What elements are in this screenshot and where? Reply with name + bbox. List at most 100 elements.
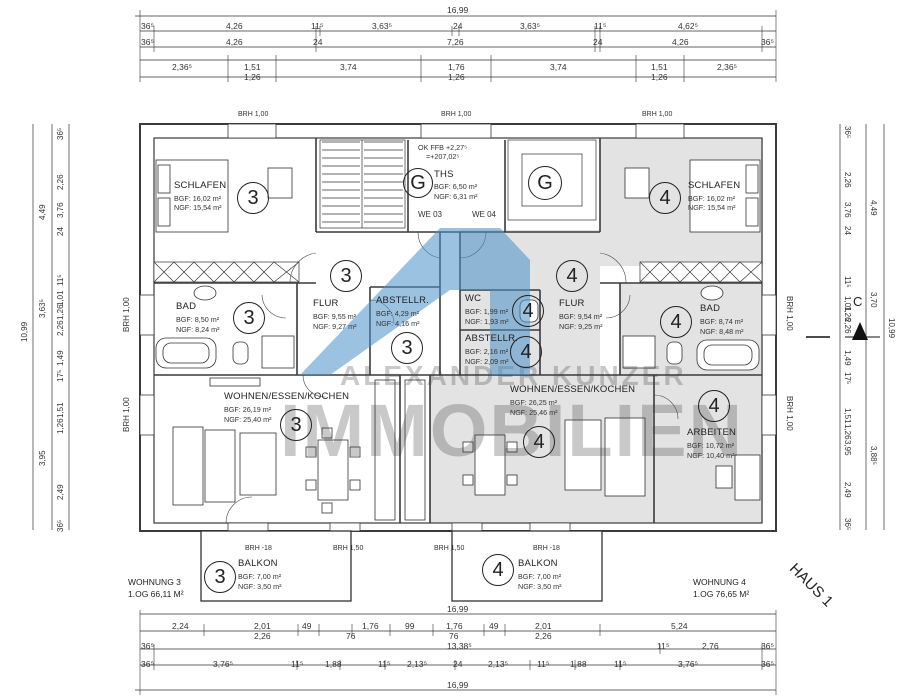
dim-top-r1-6: 11⁵ bbox=[594, 21, 607, 31]
dim-left-inner-6: 1,26 bbox=[56, 304, 65, 320]
unit-number: 4 bbox=[533, 430, 545, 453]
room-balkon-3-name: BALKON bbox=[238, 558, 278, 569]
dimension-lines-bottom bbox=[135, 610, 777, 695]
windows bbox=[139, 123, 777, 532]
room-schlafen-3-bgf: BGF: 16,02 m² bbox=[174, 194, 222, 203]
room-schlafen-3-name: SCHLAFEN bbox=[174, 180, 227, 191]
unit-number: 4 bbox=[659, 186, 671, 209]
unit-4-name: WOHNUNG 4 bbox=[693, 577, 746, 587]
dim-top-r2-3: 7,26 bbox=[447, 37, 464, 47]
room-schlafen-4-name: SCHLAFEN bbox=[688, 180, 741, 191]
dim-bottom-r2-2: 11⁵ bbox=[657, 641, 670, 651]
dim-right-inner-14: 3,95 bbox=[843, 440, 852, 456]
dim-top-r2-4: 24 bbox=[593, 37, 603, 47]
dim-left-inner-4: 11⁵ bbox=[56, 274, 65, 286]
dim-right-inner-11: 1,26 bbox=[843, 424, 852, 440]
unit-badge-bad-4: 4 bbox=[660, 306, 692, 338]
bathroom-fixtures bbox=[155, 285, 760, 371]
unit-badge-wc-4: 4 bbox=[512, 295, 544, 327]
dim-right-inner-1: 2,26 bbox=[843, 172, 852, 188]
unit-number: 4 bbox=[492, 558, 504, 581]
dim-bottom-r2-1: 13,38⁵ bbox=[447, 641, 472, 651]
room-bad-3-bgf: BGF: 8,50 m² bbox=[176, 315, 220, 324]
dim-bottom-r2-0: 36⁵ bbox=[141, 641, 154, 651]
dim-top-r1-7: 4,62⁵ bbox=[678, 21, 699, 31]
dim-top-r3-4: 3,74 bbox=[550, 62, 567, 72]
dim-top-r3b-0: 1,26 bbox=[244, 72, 261, 82]
dim-bottom-r3-2: 11⁵ bbox=[291, 659, 304, 669]
dim-right-inner-2: 3,76 bbox=[843, 202, 852, 218]
unit-badge-balkon-3: 3 bbox=[204, 561, 236, 593]
dim-top-r2-1: 4,26 bbox=[226, 37, 243, 47]
dim-left-inner-12: 2,49 bbox=[56, 484, 65, 500]
dim-right-inner-10: 1,51 bbox=[843, 408, 852, 424]
dim-left-inner-2: 3,76 bbox=[56, 202, 65, 218]
dim-left-outer-1: 3,63⁵ bbox=[38, 299, 47, 318]
brh-top-0: BRH 1,00 bbox=[238, 111, 269, 118]
room-flur-3-name: FLUR bbox=[313, 298, 339, 309]
brh-balcony-2: BRH 1,50 bbox=[434, 545, 465, 552]
unit-badge-flur-4: 4 bbox=[556, 260, 588, 292]
dim-left-inner-9: 17⁵ bbox=[56, 369, 65, 382]
dim-top-r1-2: 11⁵ bbox=[311, 21, 324, 31]
stair-g-left: G bbox=[410, 171, 426, 194]
dim-bottom-r1b-0: 2,26 bbox=[254, 631, 271, 641]
dim-right-inner-13: 36⁵ bbox=[843, 518, 852, 531]
room-wohnen-4-bgf: BGF: 26,25 m² bbox=[510, 398, 558, 407]
room-abstell-3-ngf: NGF: 4,16 m² bbox=[376, 319, 420, 328]
room-wohnen-3-ngf: NGF: 25,40 m² bbox=[224, 415, 272, 424]
dim-bottom-r3-4: 11⁵ bbox=[378, 659, 391, 669]
dim-right-inner-4: 11⁵ bbox=[843, 276, 852, 288]
dim-left-inner-0: 36⁵ bbox=[56, 127, 65, 140]
unit-number: 4 bbox=[670, 310, 682, 333]
dim-right-inner-9: 17⁵ bbox=[843, 372, 852, 385]
room-schlafen-3-ngf: NGF: 15,54 m² bbox=[174, 203, 222, 212]
room-bad-3-ngf: NGF: 8,24 m² bbox=[176, 325, 220, 334]
room-balkon-4-ngf: NGF: 3,50 m² bbox=[518, 582, 562, 591]
dim-top-r3-3: 1,76 bbox=[448, 62, 465, 72]
dim-bottom-r3-11: 3,76⁵ bbox=[678, 659, 699, 669]
brh-left-0: BRH 1,00 bbox=[122, 297, 131, 332]
dimension-lines-top bbox=[135, 10, 777, 82]
brh-left-1: BRH 1,00 bbox=[122, 397, 131, 432]
dim-top-r3-6: 2,36⁵ bbox=[717, 62, 738, 72]
room-balkon-3-ngf: NGF: 3,50 m² bbox=[238, 582, 282, 591]
dim-bottom-r1-5: 1,76 bbox=[446, 621, 463, 631]
stair-g-circle: G bbox=[403, 168, 433, 198]
dim-bottom-r1b-3: 2,26 bbox=[535, 631, 552, 641]
dim-top-r3b-2: 1,26 bbox=[651, 72, 668, 82]
unit-number: 4 bbox=[708, 394, 720, 417]
room-abstell-3-name: ABSTELLR. bbox=[376, 295, 430, 306]
dim-bottom-r1-8: 5,24 bbox=[671, 621, 688, 631]
room-schlafen-4-ngf: NGF: 15,54 m² bbox=[688, 203, 736, 212]
unit-4-area: 1.OG 76,65 M² bbox=[693, 589, 750, 599]
unit-number: 3 bbox=[290, 413, 302, 436]
dim-top-r1-0: 36⁵ bbox=[141, 21, 154, 31]
dim-left-outer-0: 4,49 bbox=[38, 204, 47, 220]
unit-badge-abstell-4: 4 bbox=[510, 336, 542, 368]
unit-badge-abstell-3: 3 bbox=[391, 332, 423, 364]
dim-top-r3-2: 3,74 bbox=[340, 62, 357, 72]
dim-bottom-r1-7: 2,01 bbox=[535, 621, 552, 631]
dim-top-r1-5: 3,63⁵ bbox=[520, 21, 541, 31]
dim-bottom-r2-3: 2,76 bbox=[702, 641, 719, 651]
dim-top-total: 16,99 bbox=[447, 5, 469, 15]
dim-bottom-r3-10: 11⁵ bbox=[614, 659, 627, 669]
stair-elevation: =+207,02⁵ bbox=[426, 152, 460, 161]
brh-right-1: BRH 1,00 bbox=[785, 396, 794, 431]
room-abstell-4-ngf: NGF: 2,09 m² bbox=[465, 357, 509, 366]
dim-top-r2-6: 36⁵ bbox=[761, 37, 774, 47]
room-flur-3-ngf: NGF: 9,27 m² bbox=[313, 322, 357, 331]
room-arbeiten-4-name: ARBEITEN bbox=[687, 427, 737, 438]
room-abstell-3-bgf: BGF: 4,29 m² bbox=[376, 309, 420, 318]
dim-right-inner-3: 24 bbox=[843, 226, 852, 235]
dim-bottom-r3-8: 11⁵ bbox=[537, 659, 550, 669]
room-bad-3-name: BAD bbox=[176, 301, 197, 312]
dim-bottom-r3-0: 36⁵ bbox=[141, 659, 154, 669]
unit-badge-balkon-4: 4 bbox=[482, 554, 514, 586]
room-arbeiten-4-ngf: NGF: 10,40 m² bbox=[687, 451, 735, 460]
we04-label: WE 04 bbox=[472, 210, 497, 219]
room-schlafen-4-bgf: BGF: 16,02 m² bbox=[688, 194, 736, 203]
room-bad-4-name: BAD bbox=[700, 303, 721, 314]
unit-badge-schlafen-4: 4 bbox=[649, 182, 681, 214]
